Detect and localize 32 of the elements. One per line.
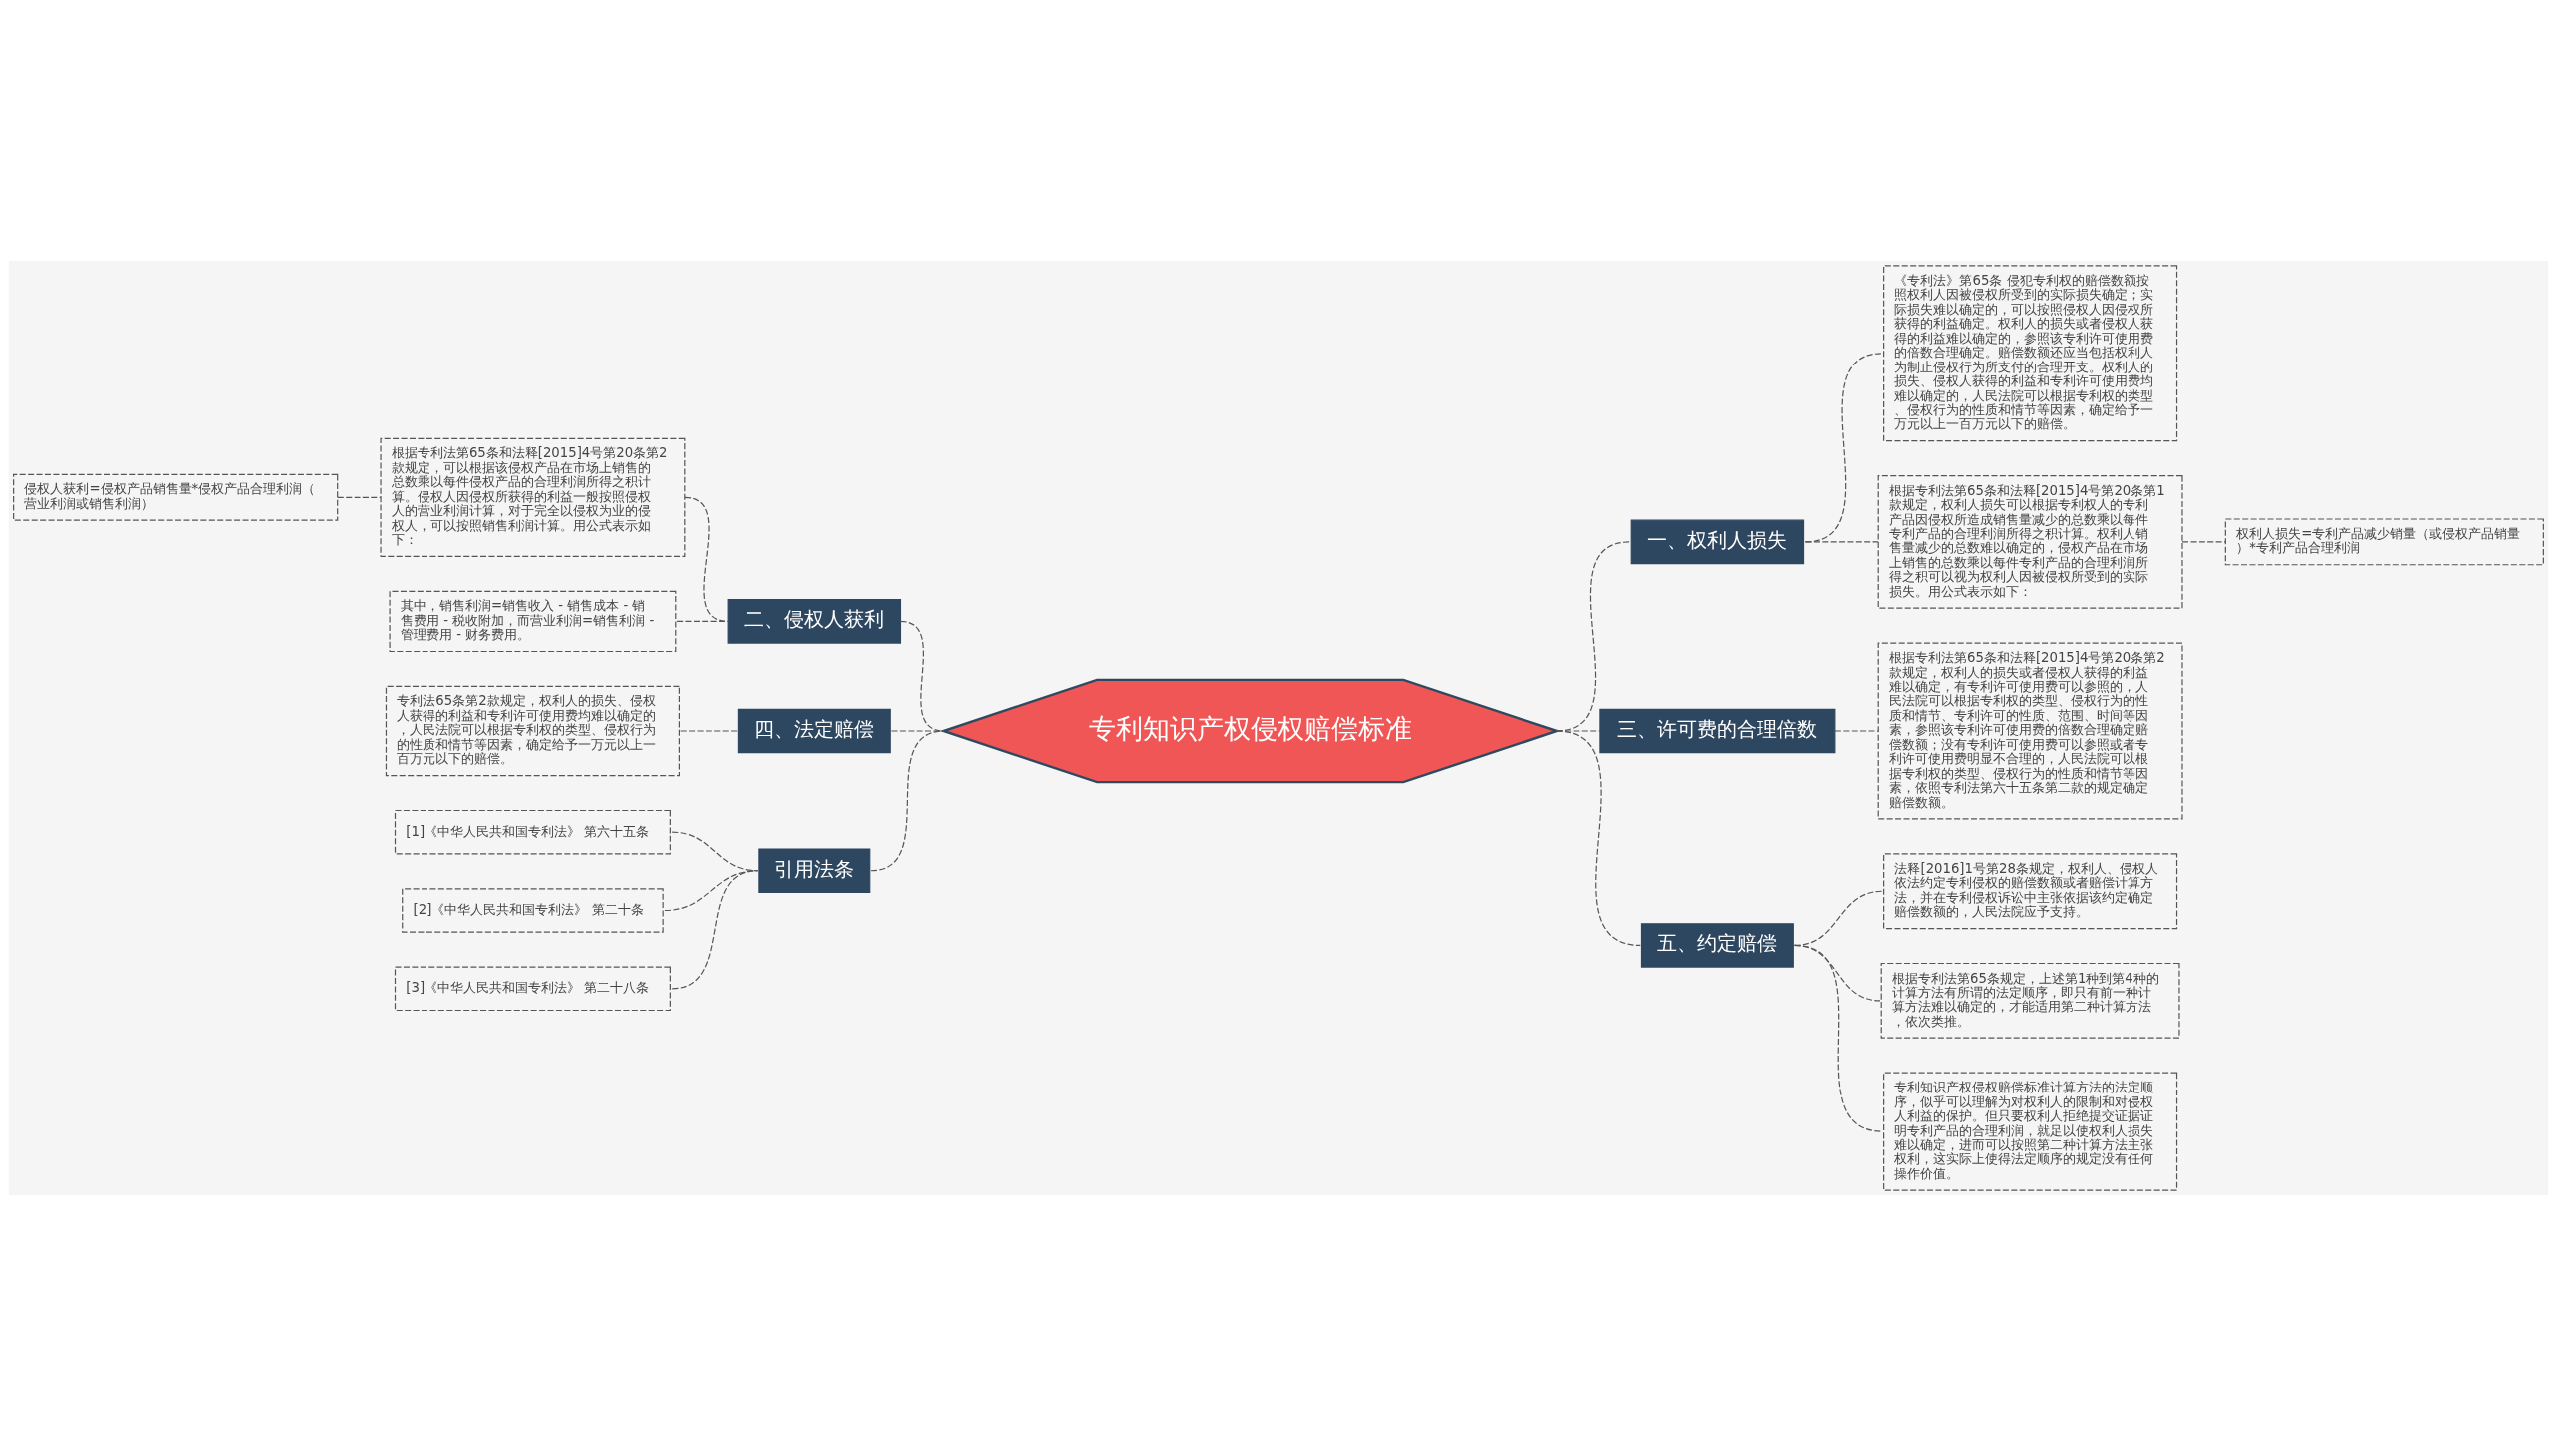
- node-box: 法释[2016]1号第28条规定，权利人、侵权人依法约定专利侵权的赔偿数额或者赔偿计算方法，并在专利侵权诉讼中主张依据该约定确定赔偿数额的，人民法院应予支持。: [1883, 853, 2178, 930]
- node-box: 专利法65条第2款规定，权利人的损失、侵权人获得的利益和专利许可使用费均难以确定的，人民法院可以根据专利权的类型、侵权行为的性质和情节等因素，确定给予一万元以上一百万元以下的赔偿。: [385, 685, 680, 777]
- connector: [2181, 541, 2226, 543]
- node-box: [1]《中华人民共和国专利法》 第六十五条: [394, 809, 671, 855]
- connector: [1793, 944, 1883, 1132]
- connector: [1555, 730, 1641, 947]
- node-box: [3]《中华人民共和国专利法》 第二十八条: [394, 966, 671, 1012]
- node-box: 五、约定赔偿: [1640, 923, 1794, 968]
- node-box: 二、侵权人获利: [727, 599, 902, 644]
- node-box: 根据专利法第65条规定，上述第1种到第4种的计算方法有所谓的法定顺序，即只有前一种计算方法难以确定的，才能适用第二种计算方法，依次类推。: [1880, 962, 2180, 1039]
- node-box: 引用法条: [758, 848, 871, 894]
- connector: [1834, 730, 1879, 732]
- node-box: 四、法定赔偿: [737, 708, 891, 754]
- connector: [1804, 353, 1883, 543]
- node-box: 《专利法》第65条 侵犯专利权的赔偿数额按照权利人因被侵权所受到的实际损失确定；实际损失难以确定的，可以按照侵权人因侵权所获得的利益确定。权利人的损失或者侵权人获得的利益难以确定的，参照该专利许可使用费的倍数合理确定。赔偿数额还应当包括权利人为制止侵权行为所支付的合理开支。权利人的损失、侵权人获得的利益和专利许可使用费均难以确定的，人民法院可以根据专利权的类型、侵权行为的性质和情节等因素，确定给予一万元以上一百万元以下的赔偿。: [1883, 265, 2178, 442]
- node-box: [2]《中华人民共和国专利法》 第二十条: [402, 888, 664, 933]
- node-box: 专利知识产权侵权赔偿标准计算方法的法定顺序，似乎可以理解为对权利人的限制和对侵权人利益的保护。但只要权利人拒绝提交证据证明专利产品的合理利润，就足以使权利人损失难以确定，进而可以按照第二种计算方法主张权利，这实际上使得法定顺序的规定没有任何操作价值。: [1883, 1072, 2178, 1191]
- node-box: 根据专利法第65条和法释[2015]4号第20条第2款规定，可以根据该侵权产品在市场上销售的总数乘以每件侵权产品的合理利润所得之积计算。侵权人因侵权所获得的利益一般按照侵权人的营业利润计算，对于完全以侵权为业的侵权人，可以按照销售利润计算。用公式表示如下：: [380, 437, 686, 557]
- node-box: 根据专利法第65条和法释[2015]4号第20条第1款规定，权利人损失可以根据专利权人的专利产品因侵权所造成销售量减少的总数乘以每件专利产品的合理利润所得之积计算。权利人销售量减少的总数难以确定的，侵权产品在市场上销售的总数乘以每件专利产品的合理利润所得之积可以视为权利人因被侵权所受到的实际损失。用公式表示如下：: [1877, 475, 2183, 609]
- connector: [684, 496, 729, 622]
- connector: [337, 496, 382, 498]
- node-box: 根据专利法第65条和法释[2015]4号第20条第2款规定，权利人的损失或者侵权人获得的利益难以确定，有专利许可使用费可以参照的，人民法院可以根据专利权的类型、侵权行为的性质和情节、专利许可的性质、范围、时间等因素，参照该专利许可使用费的倍数合理确定赔偿数额；没有专利许可使用费可以参照或者专利许可使用费明显不合理的，人民法院可以根据专利权的类型、侵权行为的性质和情节等因素，依照专利法第六十五条第二款的规定确定赔偿数额。: [1877, 642, 2183, 820]
- connector: [671, 870, 759, 990]
- node-box: 三、许可费的合理倍数: [1599, 708, 1836, 754]
- connector: [664, 870, 759, 912]
- node-box: 一、权利人损失: [1630, 519, 1805, 565]
- node-box: 侵权人获利=侵权产品销售量*侵权产品合理利润（营业利润或销售利润）: [13, 473, 339, 521]
- node-box: 其中，销售利润=销售收入 - 销售成本 - 销售费用 - 税收附加，而营业利润=销售利润 - 管理费用 - 财务费用。: [389, 590, 677, 653]
- connector: [870, 730, 945, 872]
- connector: [1804, 541, 1879, 543]
- connector: [676, 620, 729, 622]
- node-box: 权利人损失=专利产品减少销量（或侵权产品销量）*专利产品合理利润: [2224, 518, 2544, 566]
